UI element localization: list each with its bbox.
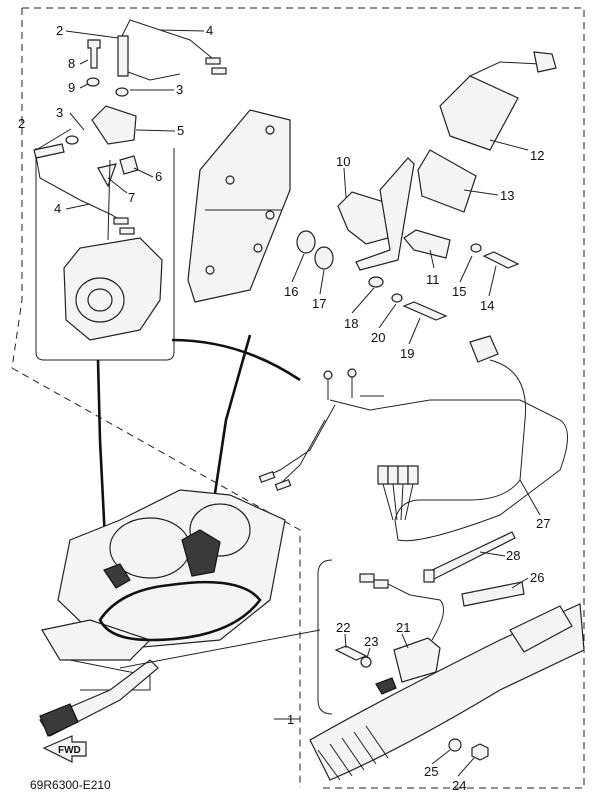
callout-4-top: 4 (206, 23, 213, 38)
callout-10: 10 (336, 154, 350, 169)
bracket-11 (403, 229, 451, 259)
callout-6: 6 (155, 169, 162, 184)
callout-2-top: 2 (56, 23, 63, 38)
wire-harness (258, 335, 568, 542)
callout-16: 16 (284, 284, 298, 299)
plate-7 (97, 163, 117, 188)
bracket-10 (337, 157, 415, 271)
callout-11: 11 (426, 272, 440, 287)
washer-15 (470, 243, 482, 253)
callout-15: 15 (452, 284, 466, 299)
callout-28: 28 (506, 548, 520, 563)
fwd-label: FWD (58, 745, 81, 756)
callout-21: 21 (396, 620, 410, 635)
cable-tie-head (423, 569, 435, 583)
callout-labels: 1 2 2 3 3 4 4 5 6 7 8 9 10 11 12 13 14 1… (18, 23, 550, 793)
callout-3-left: 3 (56, 105, 63, 120)
leader-line-right (171, 338, 301, 382)
callout-3-right: 3 (176, 82, 183, 97)
fwd-arrow-icon (42, 735, 87, 763)
throttle-grip (309, 603, 585, 781)
cdi-unit (439, 51, 557, 151)
nut-24 (471, 743, 489, 761)
tape-strip (461, 581, 525, 607)
washer-9 (86, 77, 100, 87)
o-ring-3-upper (115, 87, 129, 97)
callout-8: 8 (68, 56, 75, 71)
collar-18 (368, 276, 384, 288)
washer-25 (448, 738, 462, 752)
tiller-handle (39, 629, 321, 737)
bolt-19 (402, 301, 448, 321)
callout-9: 9 (68, 80, 75, 95)
inner-dashed-frame (11, 367, 301, 788)
screw-8 (87, 39, 101, 69)
callout-23: 23 (364, 634, 378, 649)
throttle-sensor-lower (33, 135, 135, 235)
sensor-housing-5 (91, 105, 137, 145)
callout-17: 17 (312, 296, 326, 311)
four-pin-connector (377, 465, 419, 521)
callout-27: 27 (536, 516, 550, 531)
diagram-code: 69R6300-E210 (30, 778, 111, 792)
callout-18: 18 (344, 316, 358, 331)
stay-plate (187, 109, 291, 303)
engine-block (41, 489, 286, 691)
washer-20 (391, 293, 403, 303)
callout-12: 12 (530, 148, 544, 163)
outer-dashed-frame (22, 7, 585, 789)
bolt-22 (334, 645, 368, 661)
callout-24: 24 (452, 778, 466, 793)
cdi-cover (417, 149, 477, 213)
callout-4-left: 4 (54, 201, 61, 216)
callout-7: 7 (128, 190, 135, 205)
callout-20: 20 (371, 330, 385, 345)
leader-line-left (96, 359, 108, 561)
callout-22: 22 (336, 620, 350, 635)
left-dashed-frame (11, 8, 23, 369)
callout-13: 13 (500, 188, 514, 203)
stop-switch (359, 573, 445, 695)
grommet-16 (296, 230, 316, 254)
carb-inset-frame (35, 148, 175, 361)
carburetor (63, 159, 163, 341)
callout-14: 14 (480, 298, 494, 313)
callout-leaders (35, 29, 541, 777)
callout-25: 25 (424, 764, 438, 779)
grommet-17 (314, 246, 334, 270)
callout-2-left: 2 (18, 116, 25, 131)
throttle-sensor-upper (117, 19, 227, 81)
clip-6 (119, 155, 139, 175)
callout-26: 26 (530, 570, 544, 585)
leader-line-mid (212, 334, 252, 501)
switch-detail-bracket (317, 559, 333, 715)
bolt-14 (482, 251, 520, 269)
washer-23 (360, 656, 372, 668)
callout-1: 1 (287, 712, 294, 727)
callout-5: 5 (177, 123, 184, 138)
callout-19: 19 (400, 346, 414, 361)
